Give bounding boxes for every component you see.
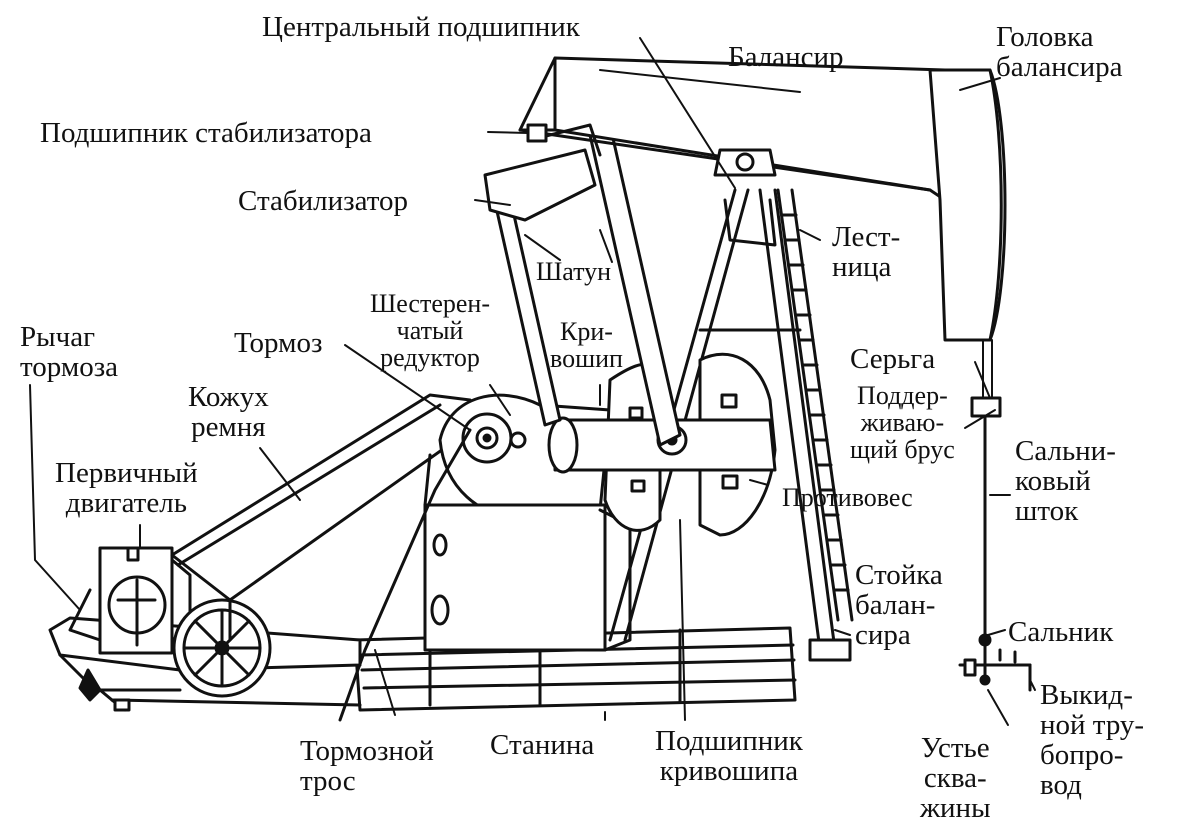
label-crank: Кри- вошип bbox=[550, 317, 623, 373]
label-central-bearing: Центральный подшипник bbox=[262, 11, 580, 43]
label-crank-bearing: Подшипник кривошипа bbox=[655, 725, 803, 787]
equalizer bbox=[483, 123, 602, 222]
brake-drum bbox=[461, 412, 527, 464]
label-stabilizer: Стабилизатор bbox=[238, 185, 408, 217]
wellhead bbox=[958, 633, 1032, 692]
label-brake-lever: Рычаг тормоза bbox=[20, 321, 119, 383]
label-samson-post: Стойка балан- сира bbox=[855, 559, 943, 651]
label-stuffing-box: Сальник bbox=[1008, 616, 1114, 648]
label-base: Станина bbox=[490, 729, 595, 761]
center-bearing bbox=[713, 148, 777, 177]
horsehead bbox=[928, 68, 1007, 342]
leader-lines bbox=[29, 37, 1036, 726]
label-polished-rod: Сальни- ковый шток bbox=[1015, 435, 1116, 527]
sheave-wheel bbox=[172, 598, 272, 698]
label-brake-cable: Тормозной трос bbox=[300, 735, 434, 797]
ladder bbox=[776, 188, 854, 622]
bridle-rod bbox=[970, 339, 1002, 642]
label-prime-mover: Первичный двигатель bbox=[55, 457, 198, 519]
label-brake: Тормоз bbox=[234, 327, 323, 359]
label-beam: Балансир bbox=[728, 41, 844, 73]
samson-post bbox=[608, 188, 852, 662]
label-pitman: Шатун bbox=[536, 257, 612, 286]
label-stabilizer-bearing: Подшипник стабилизатора bbox=[40, 117, 372, 149]
label-counterweight: Противовес bbox=[782, 483, 913, 512]
label-wellhead: Устье сква- жины bbox=[920, 732, 991, 824]
label-bridle: Серьга bbox=[850, 343, 936, 375]
label-flow-line: Выкид- ной тру- бопро- вод bbox=[1040, 679, 1145, 801]
brake-lever-cable bbox=[68, 428, 472, 722]
label-horsehead: Головка балансира bbox=[996, 21, 1123, 83]
label-carrier-bar: Поддер- живаю- щий брус bbox=[850, 381, 955, 464]
label-belt-guard: Кожух ремня bbox=[188, 381, 269, 443]
label-ladder: Лест- ница bbox=[832, 221, 901, 283]
label-gear-reducer: Шестерен- чатый редуктор bbox=[370, 289, 490, 372]
